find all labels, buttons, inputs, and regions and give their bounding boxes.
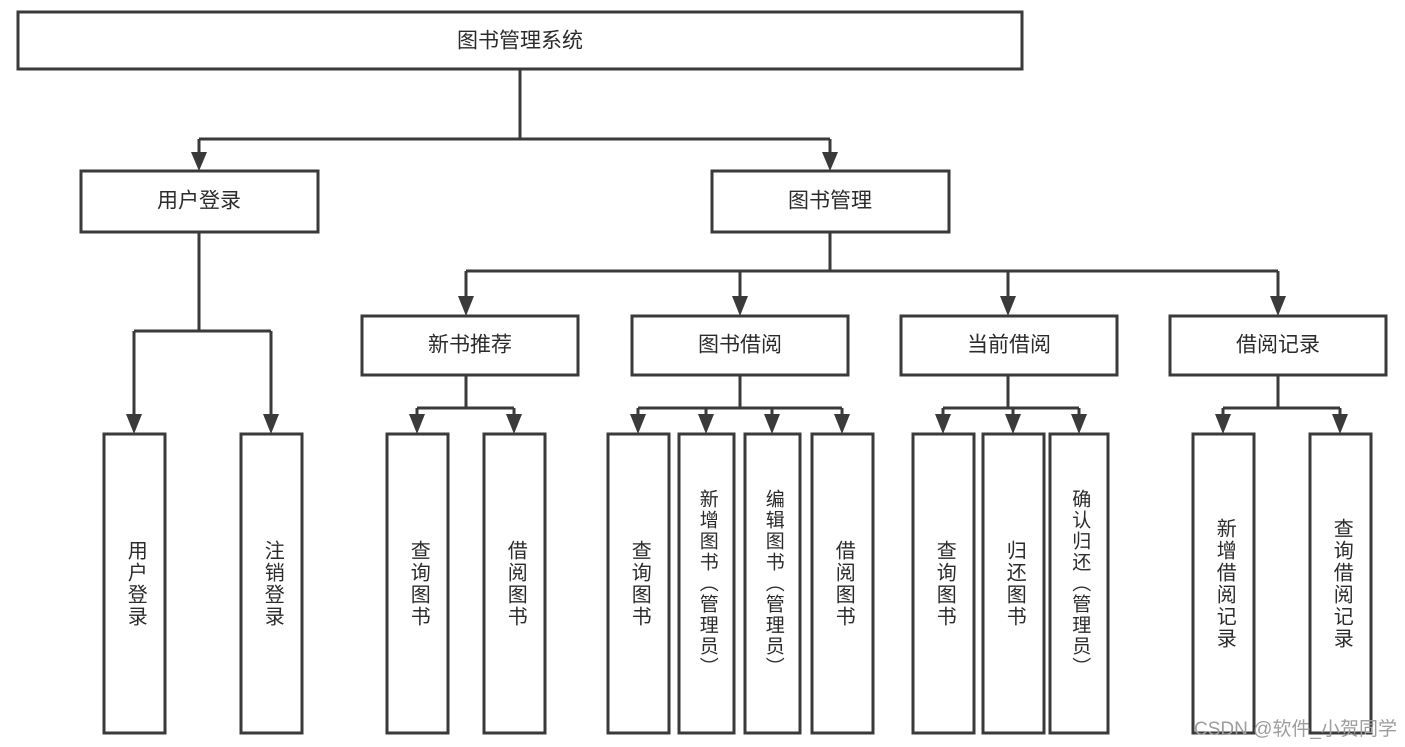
arrowhead-leaf-borrow-book-1 <box>506 414 522 434</box>
node-leaf-add-borrow-record-label: 新增借阅记录 <box>1213 517 1236 650</box>
arrowhead-borrow-records <box>1270 296 1286 316</box>
connector-group-borrow-records-to-leaves <box>1215 375 1348 434</box>
node-book-borrow-box[interactable] <box>630 314 850 377</box>
csdn-watermark: CSDN @软件_小贺同学 <box>1194 719 1397 740</box>
node-leaf-query-book-2-label: 查询图书 <box>628 539 651 628</box>
node-borrow-records-label: 借阅记录 <box>1236 334 1320 357</box>
node-leaf-borrow-book-2-box[interactable] <box>810 432 875 735</box>
node-book-management-label: 图书管理 <box>788 190 872 213</box>
arrowhead-user-login <box>191 152 207 171</box>
node-user-login-label: 用户登录 <box>157 190 241 213</box>
node-book-borrow-label: 图书借阅 <box>698 334 782 357</box>
arrowhead-leaf-borrow-book-2 <box>834 414 850 434</box>
node-leaf-query-book-1-label: 查询图书 <box>407 539 430 628</box>
node-book-management-box[interactable] <box>710 169 951 234</box>
node-leaf-add-borrow-record-box[interactable] <box>1191 432 1256 735</box>
node-leaf-return-book-label: 归还图书 <box>1003 539 1026 628</box>
arrowhead-book-management <box>822 152 838 171</box>
arrowhead-current-borrow <box>1000 296 1016 316</box>
node-leaf-user-login-label: 用户登录 <box>124 539 147 628</box>
node-current-borrow-label: 当前借阅 <box>967 334 1051 357</box>
node-leaf-query-book-2-box[interactable] <box>606 432 671 735</box>
node-new-book-recommend-box[interactable] <box>360 314 580 377</box>
arrowhead-leaf-query-book-3 <box>935 414 951 434</box>
node-borrow-records[interactable]: 借阅记录 <box>1168 314 1388 377</box>
arrowhead-leaf-query-book-2 <box>630 414 646 434</box>
arrowhead-leaf-user-login <box>126 414 142 434</box>
node-book-management[interactable]: 图书管理 <box>710 169 951 234</box>
node-leaf-borrow-book-2-label: 借阅图书 <box>832 539 855 628</box>
arrowhead-leaf-query-book-1 <box>409 414 425 434</box>
node-leaf-add-book-admin-label: 新增图书（管理员） <box>696 489 718 678</box>
node-leaf-add-book-admin-box[interactable] <box>677 432 736 735</box>
node-user-login-box[interactable] <box>79 169 320 234</box>
node-leaf-query-borrow-record-box[interactable] <box>1308 432 1373 735</box>
connector-group-current-borrow-to-leaves <box>935 375 1087 434</box>
arrowhead-book-borrow <box>732 296 748 316</box>
node-leaf-edit-book-admin-label: 编辑图书（管理员） <box>762 489 784 678</box>
node-root-label: 图书管理系统 <box>457 30 583 53</box>
node-current-borrow-box[interactable] <box>899 314 1119 377</box>
node-leaf-user-logout-box[interactable] <box>239 432 304 735</box>
node-leaf-edit-book-admin-box[interactable] <box>743 432 802 735</box>
arrowhead-leaf-confirm-return-admin <box>1071 414 1087 434</box>
connector-group-user-login-to-leaves <box>126 232 279 434</box>
node-leaf-borrow-book-1-box[interactable] <box>482 432 547 735</box>
arrowhead-leaf-query-borrow-record <box>1332 414 1348 434</box>
arrowhead-new-book-recommend <box>458 296 474 316</box>
node-leaf-borrow-book-1-label: 借阅图书 <box>504 539 527 628</box>
arrowhead-leaf-add-borrow-record <box>1215 414 1231 434</box>
arrowhead-leaf-add-book-admin <box>698 414 714 434</box>
arrowhead-leaf-return-book <box>1005 414 1021 434</box>
connector-group-book-borrow-to-leaves <box>630 375 850 434</box>
node-book-borrow[interactable]: 图书借阅 <box>630 314 850 377</box>
node-user-login[interactable]: 用户登录 <box>79 169 320 234</box>
node-leaf-query-book-1-box[interactable] <box>385 432 450 735</box>
arrowhead-leaf-edit-book-admin <box>764 414 780 434</box>
node-leaf-query-book-3-box[interactable] <box>911 432 976 735</box>
node-leaf-confirm-return-admin-label: 确认归还（管理员） <box>1069 489 1091 678</box>
arrowhead-leaf-user-logout <box>263 414 279 434</box>
node-root[interactable]: 图书管理系统 <box>16 10 1024 71</box>
node-leaf-confirm-return-admin-box[interactable] <box>1048 432 1110 735</box>
node-root-box[interactable] <box>16 10 1024 71</box>
node-leaf-query-borrow-record-label: 查询借阅记录 <box>1330 517 1353 650</box>
node-current-borrow[interactable]: 当前借阅 <box>899 314 1119 377</box>
node-leaf-user-logout-label: 注销登录 <box>261 539 284 628</box>
connector-group-book-management-to-level3 <box>458 232 1286 316</box>
node-borrow-records-box[interactable] <box>1168 314 1388 377</box>
node-leaf-return-book-box[interactable] <box>981 432 1046 735</box>
node-new-book-recommend-label: 新书推荐 <box>428 334 512 357</box>
connector-group-new-book-to-leaves <box>409 375 522 434</box>
node-leaf-user-login-box[interactable] <box>102 432 167 735</box>
node-new-book-recommend[interactable]: 新书推荐 <box>360 314 580 377</box>
node-leaf-query-book-3-label: 查询图书 <box>933 539 956 628</box>
connector-group-root-to-level2 <box>191 69 838 171</box>
